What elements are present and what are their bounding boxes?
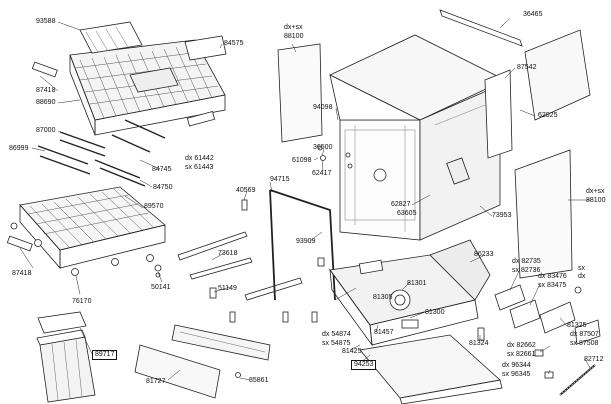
label-87542: 87542 xyxy=(517,64,537,71)
base-sump xyxy=(329,239,491,347)
label-82661: sx 82661 xyxy=(507,351,536,358)
label-89717: 89717 xyxy=(92,350,118,360)
label-89570: 89570 xyxy=(144,203,164,210)
lower-basket xyxy=(6,186,166,278)
label-62827: 62827 xyxy=(391,201,411,208)
label-54874: dx 54874 xyxy=(322,331,351,338)
label-94098: 94098 xyxy=(313,104,333,111)
label-86999: 86999 xyxy=(9,145,29,152)
label-81425: 81425 xyxy=(342,348,362,355)
label-51149: 51149 xyxy=(218,285,237,292)
label-81727: 81727 xyxy=(146,378,166,385)
label-dx: dx xyxy=(578,273,586,280)
left-side-panel xyxy=(277,43,323,143)
label-82712: 82712 xyxy=(584,356,604,363)
label-54875: sx 54875 xyxy=(322,340,351,347)
label-83475: sx 83475 xyxy=(538,282,567,289)
label-84745: 84745 xyxy=(152,166,172,173)
hinges-and-clips xyxy=(317,145,601,396)
label-96344: dx 96344 xyxy=(502,362,531,369)
label-81305: 81305 xyxy=(373,294,393,301)
label-84750: 84750 xyxy=(153,184,173,191)
label-81301: 81301 xyxy=(407,280,427,287)
label-85861: 85861 xyxy=(249,377,269,384)
label-82662: dx 82662 xyxy=(507,342,536,349)
label-63605: 63605 xyxy=(397,210,417,217)
label-87508: sx 87508 xyxy=(570,340,599,347)
label-82736: sx 82736 xyxy=(512,267,541,274)
front-panels xyxy=(134,324,271,399)
label-81325: 81325 xyxy=(567,322,587,329)
label-50141: 50141 xyxy=(151,284,171,291)
label-81324: 81324 xyxy=(469,340,489,347)
label-94253: 94253 xyxy=(351,360,377,370)
label-40569: 40569 xyxy=(236,187,256,194)
label-81457: 81457 xyxy=(374,329,394,336)
label-88100-right-side: dx+sx xyxy=(586,188,605,195)
upper-basket xyxy=(31,21,227,136)
label-61443: sx 61443 xyxy=(185,164,214,171)
label-61442: dx 61442 xyxy=(185,155,214,162)
label-86233: 86233 xyxy=(474,251,494,258)
label-36465: 36465 xyxy=(523,11,543,18)
label-88100-right: 88100 xyxy=(586,197,606,204)
right-side-panel xyxy=(514,149,573,279)
label-36500: 36500 xyxy=(313,144,333,151)
cutlery-basket xyxy=(36,311,96,403)
wire-rails xyxy=(37,119,166,187)
label-62025: 62025 xyxy=(538,112,558,119)
label-88690: 88690 xyxy=(36,99,56,106)
label-87507: dx 87507 xyxy=(570,331,599,338)
label-87000: 87000 xyxy=(36,127,56,134)
tub-cabinet xyxy=(329,34,506,241)
label-61098: 61098 xyxy=(292,157,312,164)
label-94715: 94715 xyxy=(270,176,290,183)
label-62417: 62417 xyxy=(312,170,332,177)
top-bar-and-back xyxy=(439,9,591,159)
label-81300: 81300 xyxy=(425,309,445,316)
label-88100-left: 88100 xyxy=(284,33,304,40)
label-73618: 73618 xyxy=(218,250,238,257)
label-93588: 93588 xyxy=(36,18,56,25)
label-84575: 84575 xyxy=(224,40,244,47)
label-sx: sx xyxy=(578,265,585,272)
label-87418-lower: 87418 xyxy=(12,270,32,277)
basket-rails xyxy=(177,199,303,301)
label-96345: sx 96345 xyxy=(502,371,531,378)
label-82735: dx 82735 xyxy=(512,258,541,265)
label-87418-upper: 87418 xyxy=(36,87,56,94)
label-73953: 73953 xyxy=(492,212,512,219)
label-76170: 76170 xyxy=(72,298,92,305)
label-83476: dx 83476 xyxy=(538,273,567,280)
base-tray xyxy=(359,334,503,404)
leader-lines xyxy=(19,17,591,381)
label-93909: 93909 xyxy=(296,238,316,245)
label-88100-left-side: dx+sx xyxy=(284,24,303,31)
